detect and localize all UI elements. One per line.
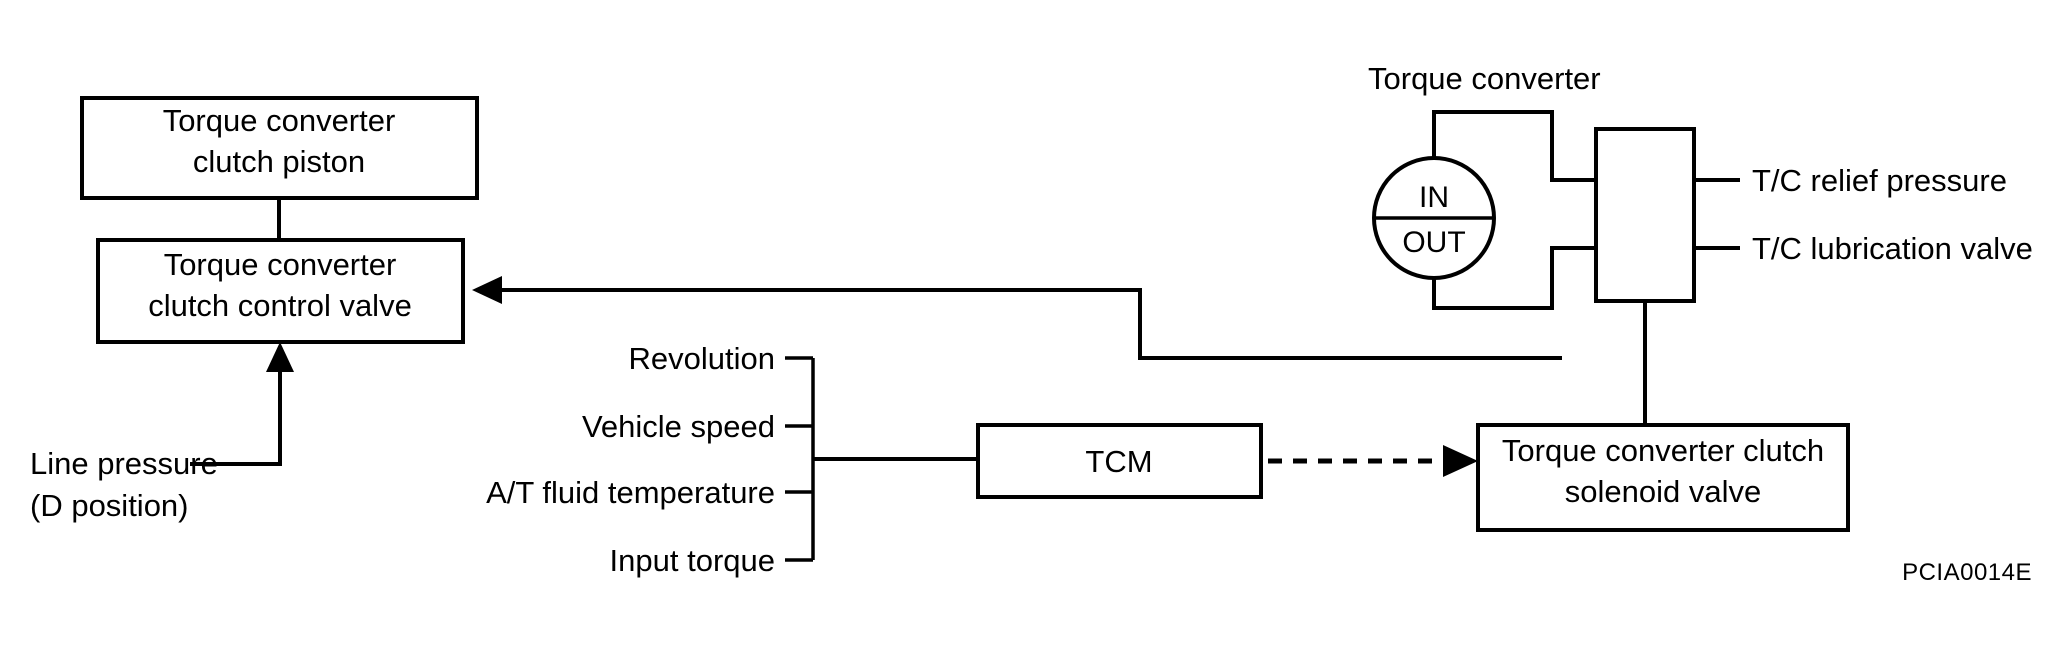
output-label-lubrication-valve: T/C lubrication valve — [1752, 231, 2033, 266]
tcm-input-labels: Revolution Vehicle speed A/T fluid tempe… — [486, 341, 775, 578]
tcc-piston-rect[interactable] — [80, 96, 479, 200]
tcm-input-bus — [785, 356, 978, 562]
line-pressure-label-line1: Line pressure — [30, 446, 218, 481]
connector-converter-out-to-valve — [1432, 246, 1596, 310]
input-label-vehicle-speed: Vehicle speed — [582, 409, 775, 444]
box-tcc-control-valve[interactable]: Torque converter clutch control valve — [96, 238, 465, 344]
connector-converter-in-to-valve — [1432, 110, 1596, 182]
tcc-solenoid-valve-rect[interactable] — [1476, 423, 1850, 532]
line-pressure-arrowhead — [266, 342, 294, 372]
tcc-control-valve-label-line1: Torque converter — [164, 247, 397, 282]
box-tcc-solenoid-valve[interactable]: Torque converter clutch solenoid valve — [1476, 423, 1850, 532]
tcc-control-valve-label-line2: clutch control valve — [148, 288, 412, 323]
feedback-return-arrowhead — [472, 276, 502, 304]
line-pressure-path — [190, 372, 282, 466]
output-label-relief-pressure: T/C relief pressure — [1752, 163, 2007, 198]
box-tcc-piston[interactable]: Torque converter clutch piston — [80, 96, 479, 200]
reference-code: PCIA0014E — [1902, 559, 2032, 586]
line-pressure-label-line2: (D position) — [30, 488, 189, 523]
tcc-piston-label-line2: clutch piston — [193, 144, 365, 179]
tcc-solenoid-valve-label-line2: solenoid valve — [1565, 474, 1761, 509]
tcm-to-solenoid-arrowhead — [1443, 445, 1478, 477]
torque-converter-in-label: IN — [1419, 181, 1449, 214]
tcc-piston-label-line1: Torque converter — [163, 103, 396, 138]
feedback-return-path — [502, 288, 1562, 360]
line-pressure-connector — [190, 342, 294, 466]
torque-converter-out-label: OUT — [1402, 226, 1465, 259]
tcm-rect[interactable] — [976, 423, 1263, 499]
feedback-return-line — [472, 276, 1562, 360]
box-tcm[interactable]: TCM — [976, 423, 1263, 499]
input-label-input-torque: Input torque — [610, 543, 775, 578]
torque-converter-symbol[interactable]: IN OUT — [1372, 156, 1496, 280]
tcc-solenoid-valve-label-line1: Torque converter clutch — [1502, 433, 1824, 468]
valve-block-rect[interactable] — [1594, 127, 1696, 303]
input-label-at-fluid-temperature: A/T fluid temperature — [486, 475, 775, 510]
line-pressure-label: Line pressure (D position) — [30, 446, 218, 523]
tcm-label: TCM — [1085, 444, 1152, 479]
torque-converter-title: Torque converter — [1368, 61, 1601, 96]
input-label-revolution: Revolution — [629, 341, 775, 376]
tcm-to-solenoid-signal — [1268, 445, 1478, 477]
tcc-control-valve-rect[interactable] — [96, 238, 465, 344]
